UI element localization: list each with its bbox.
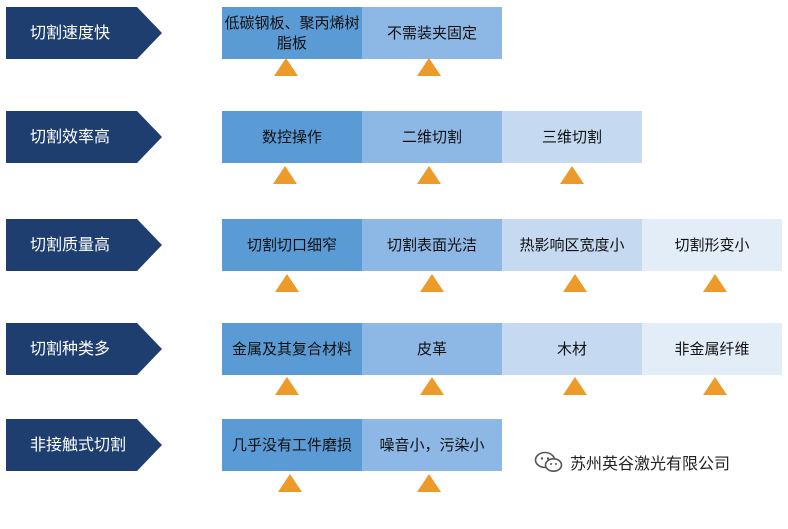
up-arrow-icon: [275, 377, 299, 395]
up-arrow-icon: [417, 166, 441, 184]
up-arrow-icon: [703, 377, 727, 395]
row-label: 切割种类多: [6, 323, 162, 375]
feature-box: 不需装夹固定: [362, 7, 502, 59]
row-label: 非接触式切割: [6, 419, 162, 471]
feature-box: 切割形变小: [642, 219, 782, 271]
row-variety: 切割种类多 金属及其复合材料 皮革 木材 非金属纤维: [0, 323, 788, 433]
up-arrow-icon: [560, 166, 584, 184]
up-arrow-icon: [563, 274, 587, 292]
row-label: 切割速度快: [6, 7, 162, 59]
feature-box: 皮革: [362, 323, 502, 375]
wechat-icon: [534, 451, 563, 472]
row-speed: 切割速度快 低碳钢板、聚丙烯树脂板 不需装夹固定: [0, 7, 788, 117]
up-arrow-icon: [275, 274, 299, 292]
row-quality: 切割质量高 切割切口细窄 切割表面光洁 热影响区宽度小 切割形变小: [0, 219, 788, 329]
row-label: 切割质量高: [6, 219, 162, 271]
feature-box: 热影响区宽度小: [502, 219, 642, 271]
up-arrow-icon: [417, 474, 441, 492]
up-arrow-icon: [420, 377, 444, 395]
up-arrow-icon: [703, 274, 727, 292]
up-arrow-icon: [563, 377, 587, 395]
feature-box: 几乎没有工件磨损: [222, 419, 362, 471]
up-arrow-icon: [420, 274, 444, 292]
row-contactless: 非接触式切割 几乎没有工件磨损 噪音小，污染小: [0, 419, 788, 529]
row-label: 切割效率高: [6, 111, 162, 163]
feature-box: 切割切口细窄: [222, 219, 362, 271]
up-arrow-icon: [417, 58, 441, 76]
up-arrow-icon: [274, 58, 298, 76]
feature-box: 切割表面光洁: [362, 219, 502, 271]
feature-box: 木材: [502, 323, 642, 375]
row-efficiency: 切割效率高 数控操作 二维切割 三维切割: [0, 111, 788, 221]
feature-box: 低碳钢板、聚丙烯树脂板: [222, 7, 362, 59]
watermark-text: 苏州英谷激光有限公司: [570, 454, 731, 473]
feature-box: 噪音小，污染小: [362, 419, 502, 471]
up-arrow-icon: [273, 166, 297, 184]
feature-box: 非金属纤维: [642, 323, 782, 375]
feature-box: 金属及其复合材料: [222, 323, 362, 375]
feature-box: 三维切割: [502, 111, 642, 163]
watermark: 苏州英谷激光有限公司: [534, 450, 730, 474]
feature-box: 二维切割: [362, 111, 502, 163]
feature-box: 数控操作: [222, 111, 362, 163]
up-arrow-icon: [278, 474, 302, 492]
